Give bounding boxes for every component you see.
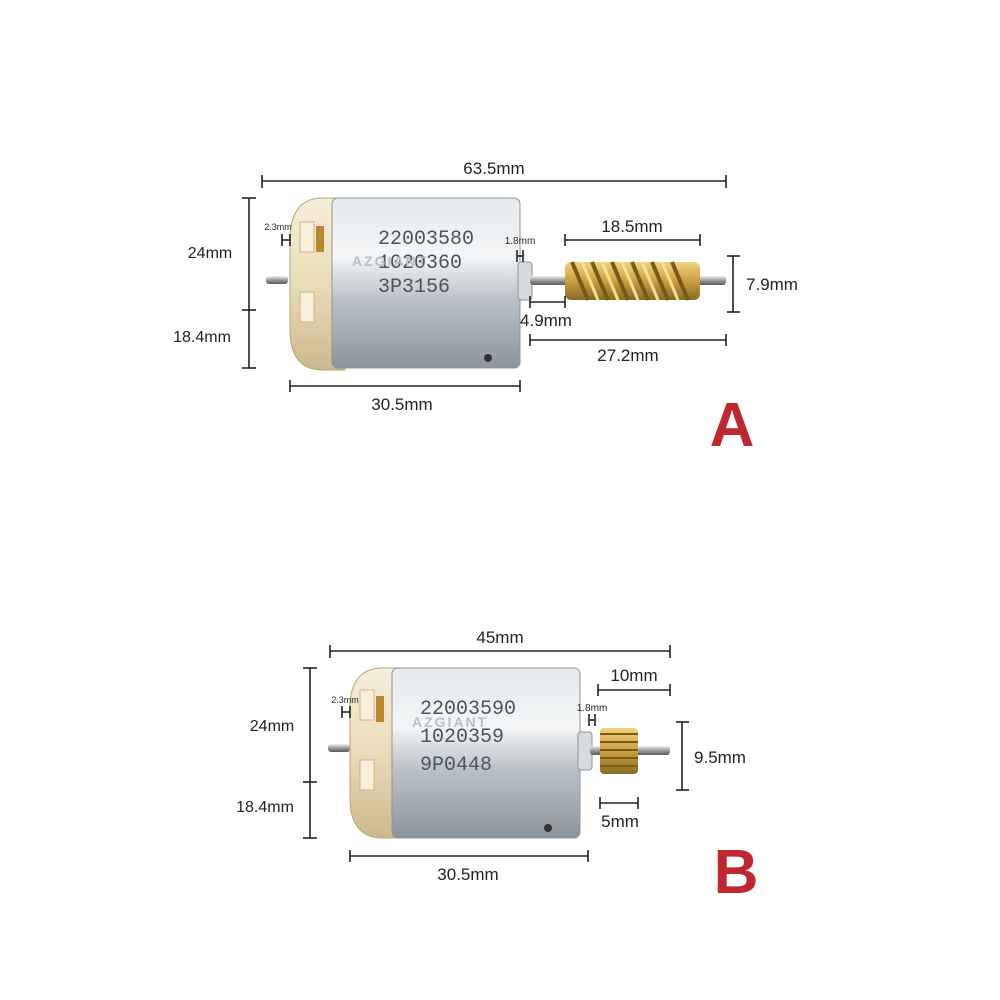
motor-b: 22003590 1020359 9P0448 AZGIANT — [328, 667, 670, 839]
dim-cap-tab-a: 2.3mm — [264, 222, 292, 232]
watermark-b: AZGIANT — [412, 714, 488, 730]
stamp-line-1-b: 22003590 — [420, 698, 516, 721]
cap-tab-b — [359, 689, 375, 721]
dim-gear-diameter-b: 9.5mm — [694, 748, 746, 767]
cap-tab-lower-b — [359, 759, 375, 791]
label-a: A — [710, 391, 755, 460]
dim-overall-length-a: 63.5mm — [463, 159, 524, 178]
dim-gear-length-b: 5mm — [601, 812, 639, 831]
cap-tab-lower-a — [299, 291, 315, 323]
can-hole-b — [544, 824, 552, 832]
spur-gear-b — [600, 728, 638, 774]
dimension-lines-b — [303, 645, 689, 862]
dim-shaft-collar-a: 4.9mm — [520, 311, 572, 330]
cap-tab-a — [299, 221, 315, 253]
rear-shaft-b — [328, 744, 350, 752]
stamp-line-3-b: 9P0448 — [420, 754, 492, 777]
motor-a: 22003580 1020360 3P3156 AZGIANT — [266, 197, 726, 371]
dim-shaft-gap-a: 1.8mm — [505, 236, 536, 247]
stamp-line-3-a: 3P3156 — [378, 276, 450, 299]
dim-shaft-length-b: 10mm — [610, 666, 657, 685]
watermark-a: AZGIANT — [352, 253, 428, 269]
dim-overall-length-b: 45mm — [476, 628, 523, 647]
label-b: B — [714, 838, 759, 907]
dimension-lines-a — [242, 175, 740, 392]
dim-height-upper-a: 24mm — [188, 245, 232, 262]
stamp-line-1-a: 22003580 — [378, 228, 474, 251]
terminal-a — [316, 226, 324, 252]
dim-worm-length-a: 18.5mm — [601, 217, 662, 236]
stamp-line-2-a: 1020360 — [378, 252, 462, 275]
stamp-line-2-b: 1020359 — [420, 726, 504, 749]
dim-shaft-length-a: 27.2mm — [597, 346, 658, 365]
dim-height-lower-b: 18.4mm — [236, 799, 294, 816]
dim-body-length-a: 30.5mm — [371, 395, 432, 414]
dim-cap-tab-b: 2.3mm — [331, 695, 359, 705]
dim-worm-diameter-a: 7.9mm — [746, 275, 798, 294]
worm-gear-a — [565, 261, 700, 301]
motor-can-b — [391, 667, 581, 839]
dim-shaft-gap-b: 1.8mm — [577, 703, 608, 714]
terminal-b — [376, 696, 384, 722]
dim-body-length-b: 30.5mm — [437, 865, 498, 884]
can-hole-a — [484, 354, 492, 362]
dim-height-lower-a: 18.4mm — [173, 329, 231, 346]
front-boss-a — [517, 261, 533, 301]
front-boss-b — [577, 731, 593, 771]
rear-shaft-a — [266, 276, 288, 284]
dim-height-upper-b: 24mm — [250, 718, 294, 735]
